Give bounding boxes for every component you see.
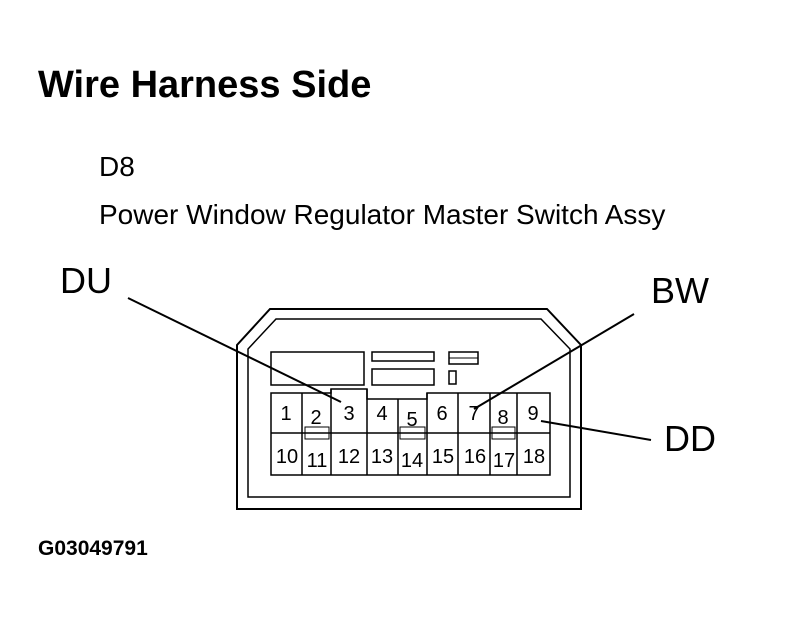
leader-line-bw [473,313,635,410]
connector-key-slot [371,351,435,362]
pin-tab [304,432,330,440]
pin-number: 17 [493,450,515,472]
callout-du: DU [60,260,112,301]
pin-tab [304,426,330,434]
pin-number: 10 [276,446,298,468]
pin-number: 12 [338,446,360,468]
pin-number: 4 [376,403,387,425]
pin-tab [491,432,516,440]
pin-number: 15 [432,446,454,468]
connector-code: D8 [99,151,135,182]
pin-tab [491,426,516,434]
pin-number: 7 [468,403,479,425]
figure-id: G03049791 [38,537,148,560]
callout-dd: DD [664,418,716,459]
pin-number: 16 [464,446,486,468]
connector-key-large [270,351,365,386]
pin-number: 6 [436,403,447,425]
pin-number: 9 [527,403,538,425]
pin-number: 11 [307,450,328,472]
connector-key-mid [371,368,435,386]
connector-name: Power Window Regulator Master Switch Ass… [99,199,666,230]
connector-outer-outline [236,308,582,510]
diagram-title: Wire Harness Side [38,64,372,106]
pin-number: 8 [497,407,508,429]
leader-line-du [127,297,342,403]
pin-number: 14 [401,450,423,472]
pin-number: 1 [280,403,291,425]
connector-inner-outline [247,318,571,498]
pin-number: 5 [406,409,417,431]
leader-line-dd [540,420,652,441]
pin-tab [399,426,426,434]
pin-number: 13 [371,446,393,468]
callout-bw: BW [651,270,709,311]
connector-key-tiny [448,370,457,385]
pin-number: 3 [343,403,354,425]
pin-tab [399,432,426,440]
pin-number: 2 [310,407,321,429]
pin-number: 18 [523,446,545,468]
